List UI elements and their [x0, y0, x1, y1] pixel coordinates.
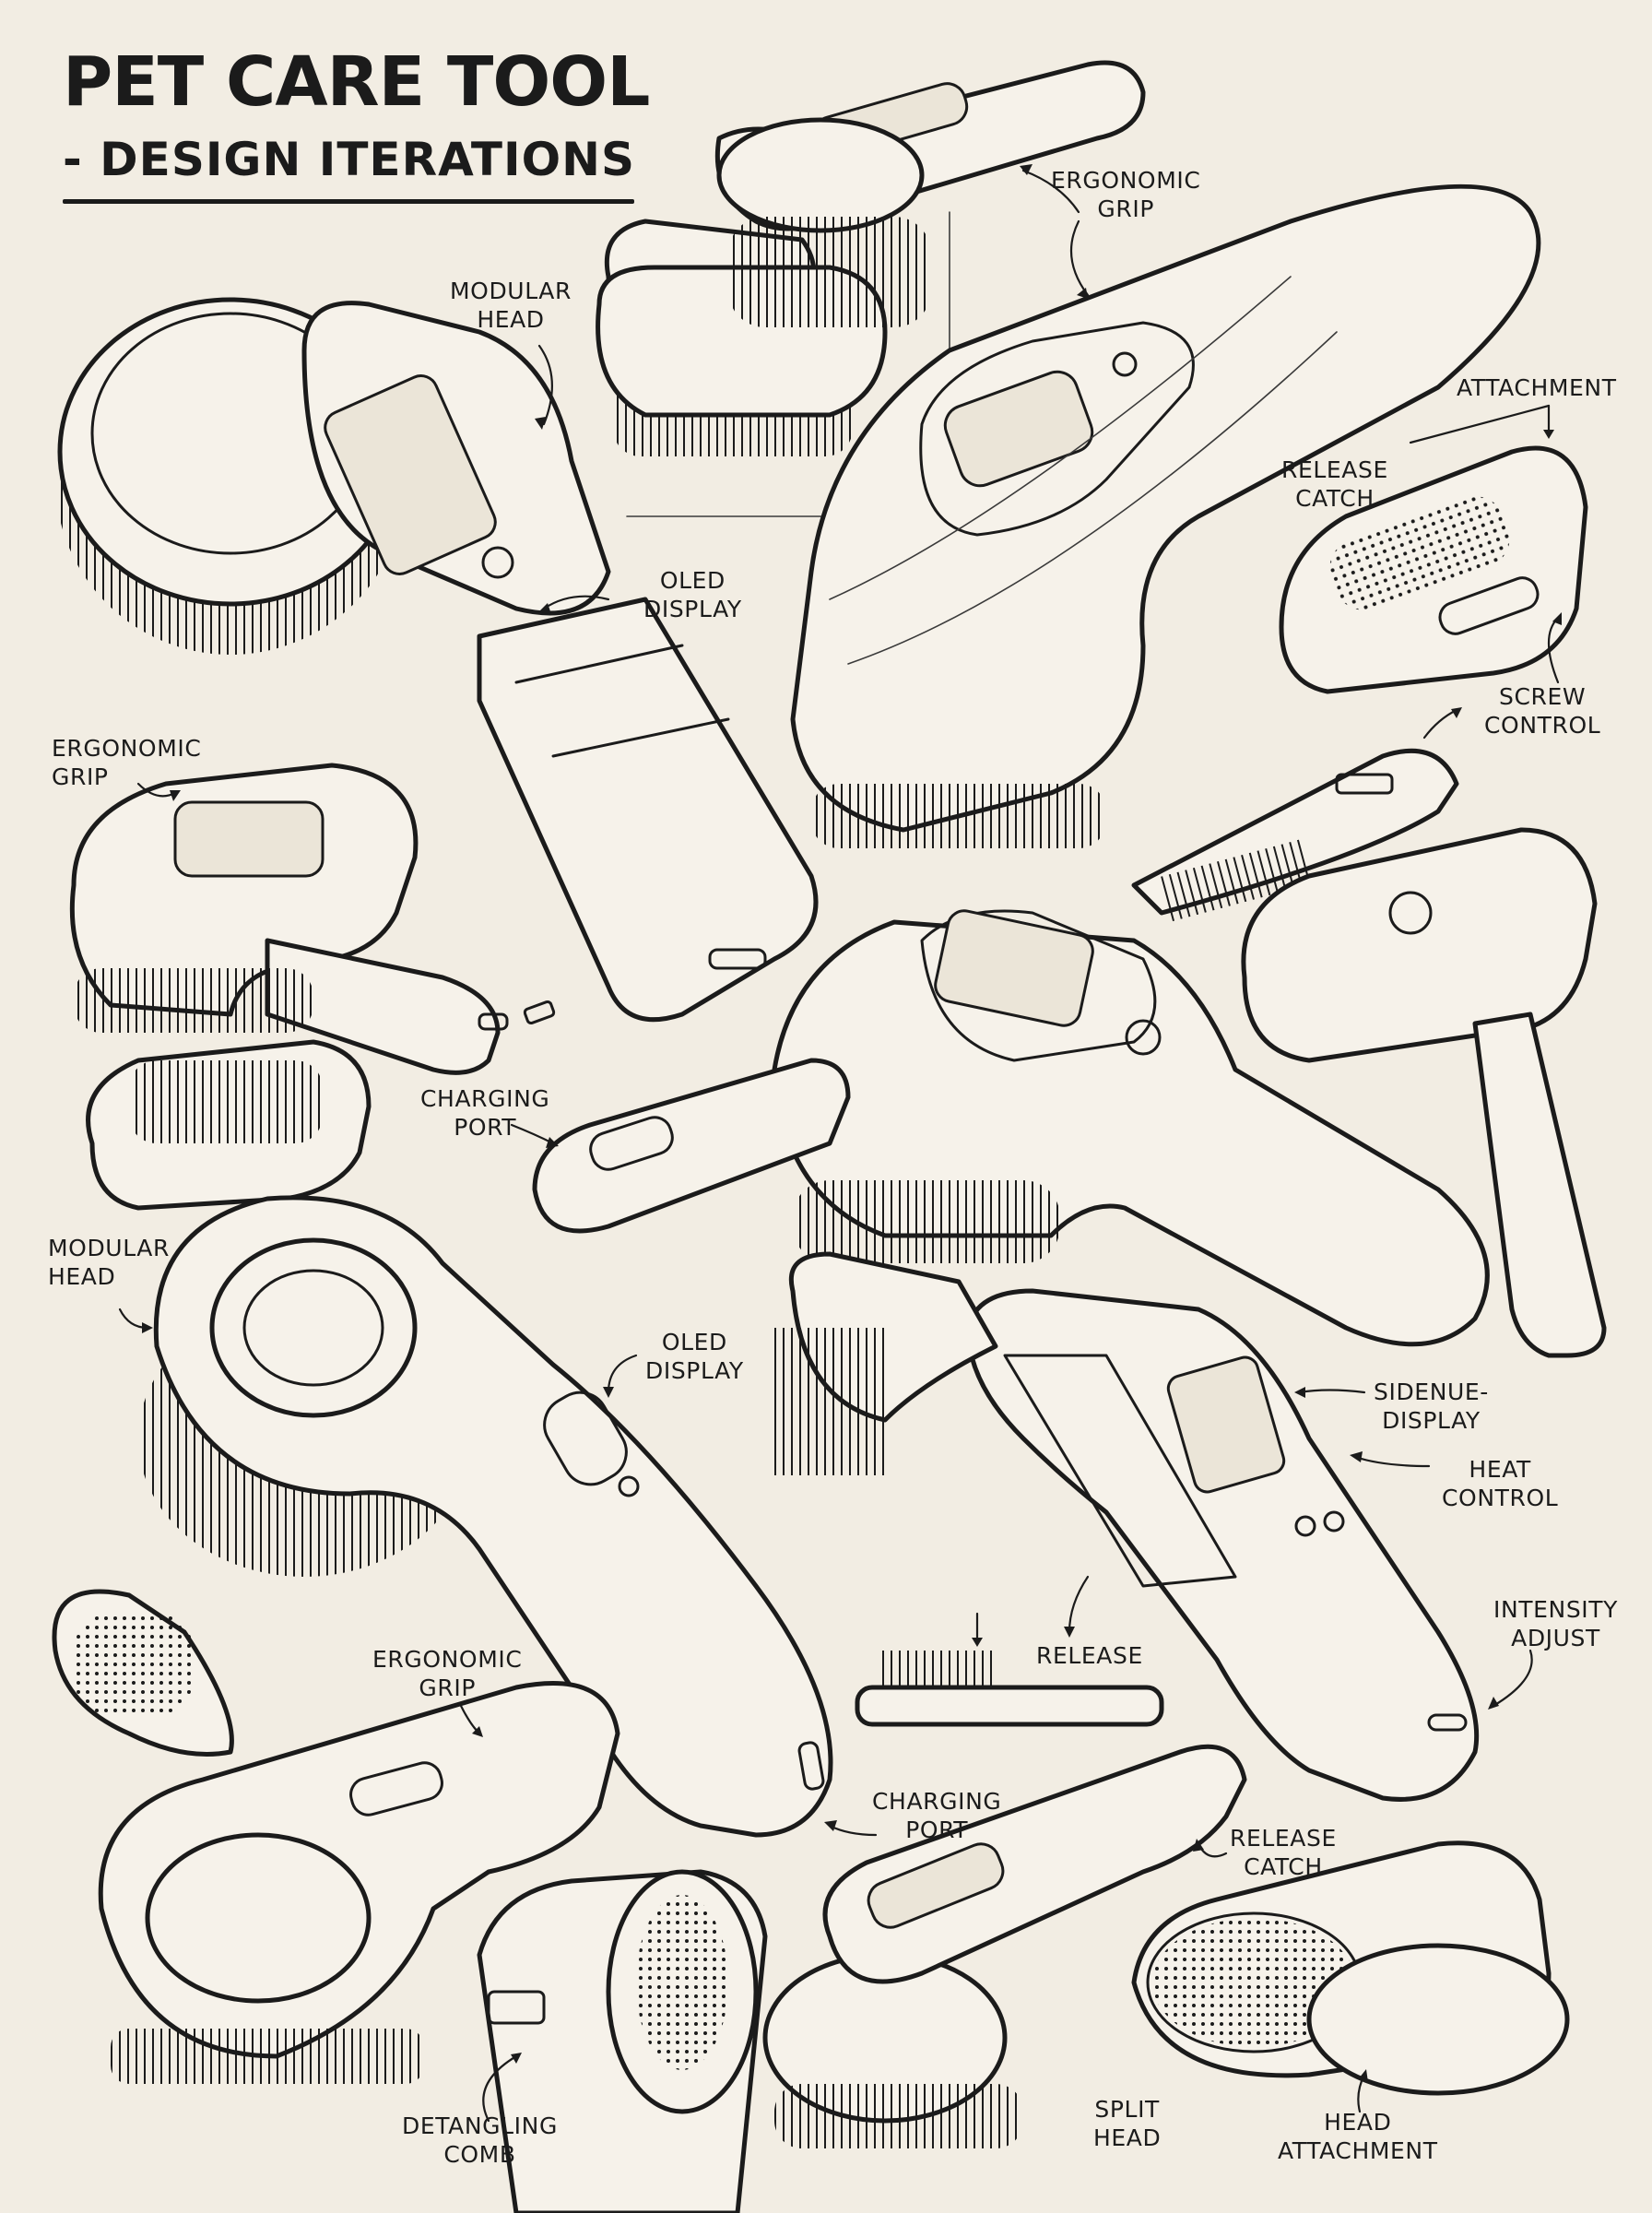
label-charging-port-mid: CHARGING PORT — [420, 1085, 550, 1141]
label-modular-head-left: MODULAR HEAD — [48, 1235, 170, 1290]
sketch-slim-handle — [532, 1058, 851, 1234]
label-charging-port-bottom: CHARGING PORT — [872, 1788, 1002, 1843]
sketch-round-modular-brush — [55, 297, 819, 1023]
label-release-catch-top: RELEASE CATCH — [1281, 456, 1388, 512]
page-title: PET CARE TOOL — [63, 42, 650, 122]
label-ergonomic-grip-left: ERGONOMIC GRIP — [52, 735, 202, 790]
label-sidenue-display: SIDENUE- DISPLAY — [1374, 1379, 1489, 1434]
sketch-bottom-left-brushes — [52, 1589, 620, 2084]
label-oled-display-mid: OLED DISPLAY — [645, 1329, 744, 1384]
sketch-central-brush — [772, 909, 1490, 1347]
sketch-small-handheld — [69, 763, 556, 1211]
label-intensity-adjust: INTENSITY ADJUST — [1493, 1596, 1619, 1651]
label-release-catch-bottom: RELEASE CATCH — [1230, 1825, 1337, 1880]
sketch-right-handheld — [1241, 827, 1607, 1358]
sketch-ergonomic-grip-brush — [790, 183, 1541, 848]
sketch-head-attachment — [1131, 1840, 1570, 2096]
sketch-split-head-brush — [762, 1744, 1247, 2148]
sketch-side-display-brush — [774, 1251, 1480, 1802]
label-screw-control: SCREW CONTROL — [1484, 683, 1601, 739]
label-release: RELEASE — [1036, 1642, 1143, 1669]
sketch-comb-attachment — [1131, 748, 1459, 922]
sketch-ring-handle-brush — [138, 1195, 833, 1838]
label-detangling-comb: DETANGLING COMB — [402, 2112, 558, 2168]
label-ergonomic-grip-bottom: ERGONOMIC GRIP — [372, 1646, 523, 1701]
callout-arrows — [118, 164, 1562, 2123]
page-subtitle: - DESIGN ITERATIONS — [63, 133, 635, 186]
label-split-head: SPLIT HEAD — [1093, 2096, 1162, 2151]
sketch-top-slicker-brush — [596, 60, 1146, 536]
sketch-attachment-pad — [1279, 445, 1588, 694]
label-attachment: ATTACHMENT — [1457, 374, 1617, 401]
sketch-release-comb — [855, 1651, 1164, 1727]
label-head-attachment: HEAD ATTACHMENT — [1278, 2109, 1438, 2164]
label-ergonomic-grip-top: ERGONOMIC GRIP — [1051, 167, 1201, 222]
label-oled-display-top: OLED DISPLAY — [643, 567, 742, 622]
sketch-detangling-comb — [477, 1869, 768, 2213]
label-heat-control: HEAT CONTROL — [1442, 1456, 1559, 1511]
title-underline — [63, 199, 634, 204]
label-modular-head-top: MODULAR HEAD — [450, 278, 572, 333]
